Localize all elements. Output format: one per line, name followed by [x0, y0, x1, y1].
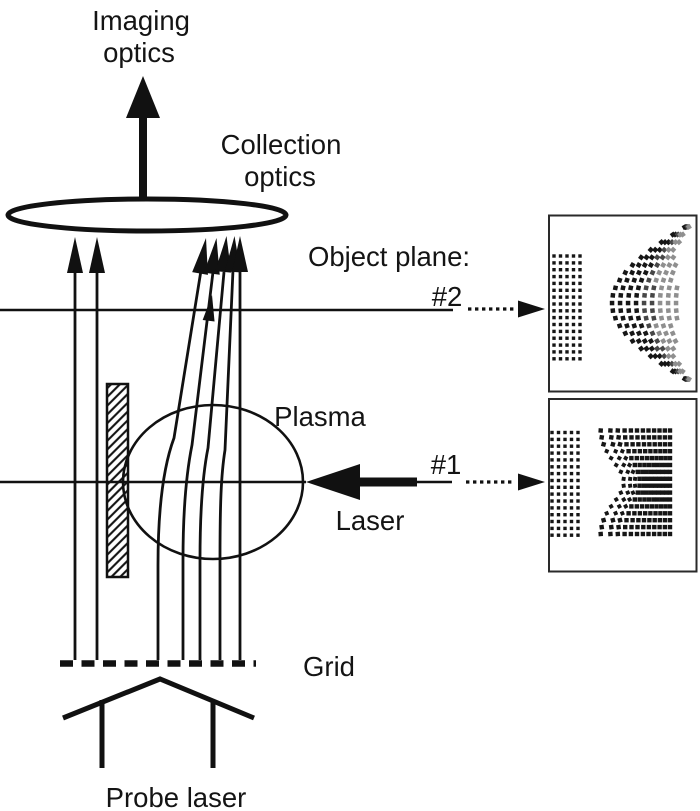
- plane1-pointer-arrow: [466, 473, 545, 491]
- laser-label: Laser: [336, 505, 405, 536]
- collection-optics-label-line2: optics: [244, 161, 316, 192]
- deflected-ray-mid-arrowhead: [202, 295, 215, 322]
- plane1-label: #1: [431, 449, 462, 480]
- probe-ray-arrowhead: [203, 238, 220, 275]
- probe-ray-5: [198, 271, 226, 660]
- plane2-pointer-arrow: [468, 300, 545, 318]
- imaging-optics-label-line2: optics: [103, 37, 175, 68]
- probe-ray-3: [156, 257, 205, 660]
- collection-lens: [5, 196, 289, 234]
- probe-ray-4: [181, 271, 215, 660]
- probe-ray-6: [218, 269, 235, 660]
- collection-optics-label-line1: Collection: [221, 129, 342, 160]
- probe-ray-arrowhead: [192, 238, 208, 275]
- probe-rays: [67, 236, 248, 660]
- probe-ray-arrowhead: [67, 237, 83, 273]
- plane2-label: #2: [432, 281, 463, 312]
- laser-arrow: [306, 464, 452, 500]
- imaging-optics-arrow: [126, 76, 160, 199]
- hatched-target-foil: [105, 382, 130, 579]
- grid-label: Grid: [303, 651, 355, 682]
- probe-ray-arrowhead: [89, 237, 105, 273]
- probe-laser-label: Probe laser: [106, 782, 247, 811]
- object-plane-label: Object plane:: [308, 241, 470, 272]
- plasma-label: Plasma: [274, 401, 366, 432]
- plane1-dot-patterns: [550, 428, 673, 537]
- probe-ray-arrowhead: [232, 236, 248, 272]
- probe-laser-beam: [62, 676, 255, 768]
- plane2-dot-patterns: [552, 223, 692, 383]
- imaging-optics-label-line1: Imaging: [92, 5, 190, 36]
